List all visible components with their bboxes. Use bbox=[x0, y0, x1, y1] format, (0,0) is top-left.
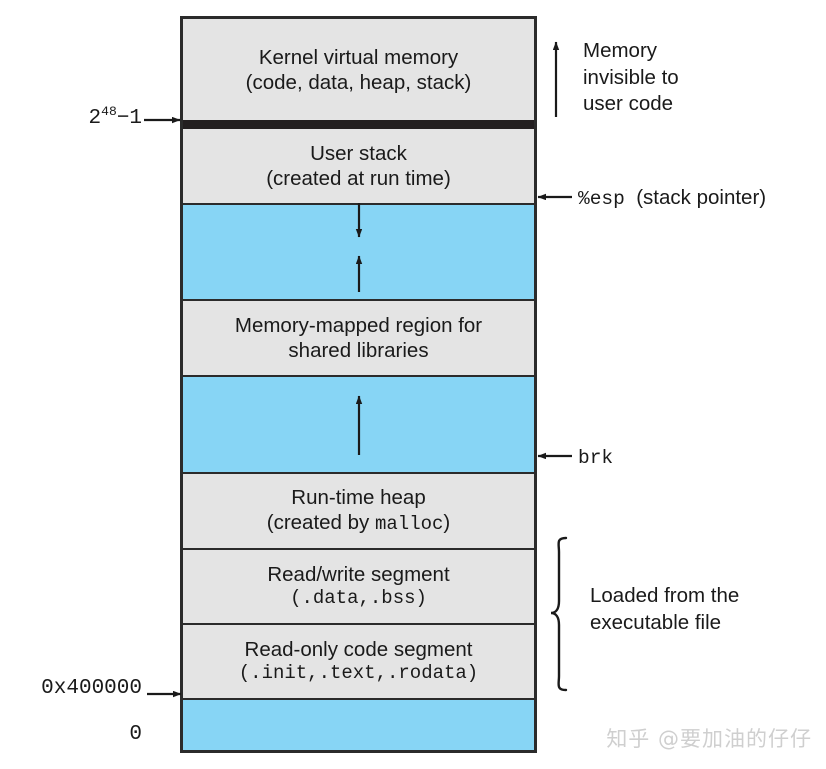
label-stack-pointer: %esp (stack pointer) bbox=[578, 185, 766, 212]
heap-label-prefix: (created by bbox=[266, 511, 375, 535]
brace-loaded-from-executable bbox=[550, 536, 568, 692]
top-address-base: 2 bbox=[88, 107, 102, 130]
top-address-suffix: −1 bbox=[116, 107, 142, 130]
watermark: 知乎 @要加油的仔仔 bbox=[606, 727, 812, 751]
heap-label-suffix: ) bbox=[443, 511, 451, 535]
segment-label-line1: Memory-mapped region for bbox=[234, 314, 483, 337]
virtual-address-space-column: Kernel virtual memory (code, data, heap,… bbox=[180, 16, 537, 753]
segment-kernel-virtual-memory: Kernel virtual memory (code, data, heap,… bbox=[183, 19, 534, 120]
label-loaded-from-executable: Loaded from the executable file bbox=[590, 583, 739, 636]
segment-label-line1: User stack bbox=[310, 142, 407, 165]
brk-pointer-name: brk bbox=[578, 447, 614, 469]
segment-label-line2: (created at run time) bbox=[266, 167, 451, 190]
segment-label-line1: Run-time heap bbox=[291, 486, 426, 510]
segment-label-sections: (.init,.text,.rodata) bbox=[238, 662, 479, 685]
segment-memory-mapped-region: Memory-mapped region for shared librarie… bbox=[183, 301, 534, 377]
label-brk: brk bbox=[578, 444, 613, 471]
label-kernel-invisible-note: Memory invisible to user code bbox=[583, 38, 679, 118]
label-load-address: 0x400000 bbox=[41, 677, 142, 700]
segment-reserved-low-memory bbox=[183, 700, 534, 750]
segment-label-line2: (code, data, heap, stack) bbox=[245, 70, 472, 94]
segment-run-time-heap: Run-time heap (created by malloc) bbox=[183, 474, 534, 550]
segment-label-line1: Read/write segment bbox=[267, 563, 450, 587]
segment-stack-growth-gap bbox=[183, 205, 534, 301]
segment-label-sections: (.data,.bss) bbox=[290, 587, 427, 610]
loaded-note-line1: Loaded from the bbox=[590, 584, 740, 607]
label-zero-address: 0 bbox=[129, 723, 142, 746]
segment-heap-growth-gap bbox=[183, 377, 534, 474]
top-address-exponent: 48 bbox=[101, 104, 117, 119]
kernel-boundary-bar bbox=[183, 120, 534, 129]
esp-description: (stack pointer) bbox=[636, 186, 767, 209]
kernel-note-line2: invisible to bbox=[583, 65, 679, 89]
segment-label-line2: shared libraries bbox=[288, 339, 429, 362]
kernel-note-line1: Memory bbox=[583, 39, 658, 62]
label-top-address: 248−1 bbox=[30, 104, 142, 130]
segment-read-write: Read/write segment (.data,.bss) bbox=[183, 550, 534, 625]
loaded-note-line2: executable file bbox=[590, 610, 722, 634]
segment-user-stack: User stack (created at run time) bbox=[183, 129, 534, 205]
malloc-code: malloc bbox=[375, 513, 444, 536]
segment-label-line1: Kernel virtual memory bbox=[258, 45, 459, 69]
esp-description-spacer bbox=[625, 186, 636, 209]
segment-label-line2: (created by malloc) bbox=[267, 510, 451, 536]
esp-register-name: %esp bbox=[578, 188, 625, 210]
kernel-note-line3: user code bbox=[583, 92, 674, 116]
segment-label-line1: Read-only code segment bbox=[244, 638, 473, 662]
segment-read-only-code: Read-only code segment (.init,.text,.rod… bbox=[183, 625, 534, 700]
